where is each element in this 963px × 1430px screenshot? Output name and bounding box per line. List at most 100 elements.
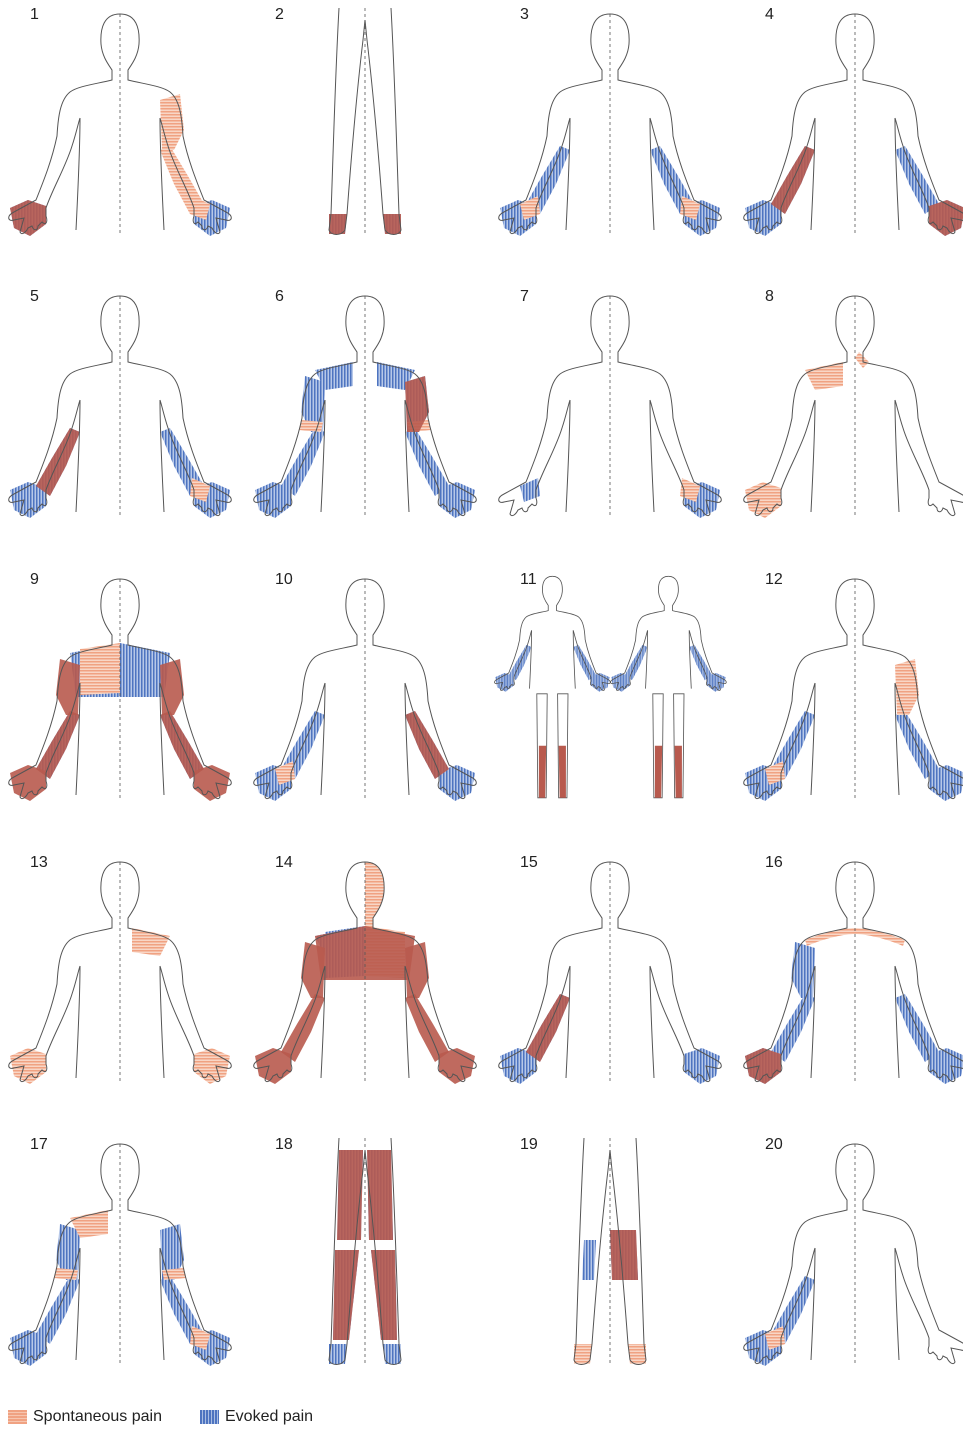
panel-number: 3 (520, 6, 529, 24)
evoked-region (684, 1048, 720, 1084)
panel-number: 11 (520, 571, 537, 589)
spontaneous-region (160, 94, 184, 150)
body-outline (9, 296, 120, 516)
body-outline (499, 296, 610, 516)
body-outline (321, 683, 325, 795)
body-outline (367, 8, 401, 235)
evoked-region (10, 1330, 46, 1366)
body-figure (245, 1130, 485, 1378)
body-outline (895, 118, 899, 230)
spontaneous-region (655, 746, 682, 798)
spontaneous-region (539, 746, 566, 798)
evoked-region (439, 482, 475, 518)
body-map-panel: 19 (490, 1130, 730, 1410)
panel-number: 15 (520, 854, 538, 872)
body-outline (495, 576, 553, 690)
body-outline (120, 296, 231, 516)
body-map-panel: 15 (490, 848, 730, 1128)
body-map-panel: 5 (0, 282, 240, 562)
spontaneous-region (929, 200, 963, 236)
body-outline (566, 966, 570, 1078)
body-outline (895, 400, 899, 512)
spontaneous-region (610, 1230, 638, 1280)
legend-spontaneous: Spontaneous pain (8, 1408, 162, 1426)
body-map-panel: 1 (0, 0, 240, 280)
body-outline (610, 296, 721, 516)
panel-number: 10 (275, 571, 293, 589)
body-map-panel: 20 (735, 1130, 963, 1410)
body-outline (9, 14, 120, 234)
body-figure (245, 565, 485, 813)
body-outline (566, 118, 570, 230)
body-figure (735, 0, 963, 248)
body-figure (245, 848, 485, 1096)
body-map-panel: 18 (245, 1130, 485, 1410)
panel-number: 20 (765, 1136, 783, 1154)
body-map-panel: 8 (735, 282, 963, 562)
spontaneous-region (301, 942, 325, 998)
body-outline (610, 14, 721, 234)
body-figure (490, 565, 730, 813)
body-outline (744, 14, 855, 234)
evoked-region (495, 673, 514, 692)
body-outline (329, 8, 363, 235)
body-figure (0, 0, 240, 248)
body-map-panel: 12 (735, 565, 963, 845)
spontaneous-region (132, 928, 170, 956)
evoked-region (520, 478, 540, 502)
evoked-region (582, 1240, 596, 1280)
spontaneous-region (194, 765, 230, 801)
body-outline (405, 683, 409, 795)
body-map-grid: 1234567891011121314151617181920 (0, 0, 963, 1400)
body-outline (610, 862, 721, 1082)
body-outline (744, 579, 855, 799)
spontaneous-region (194, 1048, 230, 1084)
evoked-region (791, 942, 815, 998)
body-outline (650, 118, 654, 230)
body-figure (245, 0, 485, 248)
body-map-panel: 17 (0, 1130, 240, 1410)
spontaneous-region (745, 1048, 781, 1084)
body-figure (490, 282, 730, 530)
body-figure (490, 0, 730, 248)
body-map-panel: 7 (490, 282, 730, 562)
evoked-swatch (200, 1410, 219, 1424)
body-outline (855, 1144, 963, 1364)
body-outline (811, 400, 815, 512)
body-outline (566, 400, 570, 512)
evoked-label: Evoked pain (225, 1408, 313, 1426)
body-map-panel: 3 (490, 0, 730, 280)
body-outline (160, 966, 164, 1078)
spontaneous-region (56, 659, 80, 715)
body-outline (811, 118, 815, 230)
body-map-panel: 11 (490, 565, 730, 845)
body-outline (76, 118, 80, 230)
evoked-region (591, 673, 610, 692)
body-outline (646, 630, 648, 688)
body-map-panel: 13 (0, 848, 240, 1128)
body-outline (552, 576, 610, 690)
body-figure (0, 848, 240, 1096)
panel-number: 5 (30, 288, 39, 306)
body-figure (490, 1130, 730, 1378)
spontaneous-label: Spontaneous pain (33, 1408, 162, 1426)
panel-number: 9 (30, 571, 39, 589)
body-outline (611, 576, 669, 690)
body-figure (0, 1130, 240, 1378)
spontaneous-region (255, 1048, 291, 1084)
panel-number: 2 (275, 6, 284, 24)
body-outline (76, 400, 80, 512)
spontaneous-region (745, 482, 781, 518)
body-figure (245, 282, 485, 530)
spontaneous-region (439, 1048, 475, 1084)
panel-number: 12 (765, 571, 783, 589)
body-map-panel: 9 (0, 565, 240, 845)
panel-number: 7 (520, 288, 529, 306)
panel-number: 6 (275, 288, 284, 306)
evoked-region (707, 673, 726, 692)
body-outline (744, 296, 855, 516)
body-outline (499, 862, 610, 1082)
body-map-panel: 2 (245, 0, 485, 280)
body-outline (530, 630, 532, 688)
body-outline (365, 579, 476, 799)
